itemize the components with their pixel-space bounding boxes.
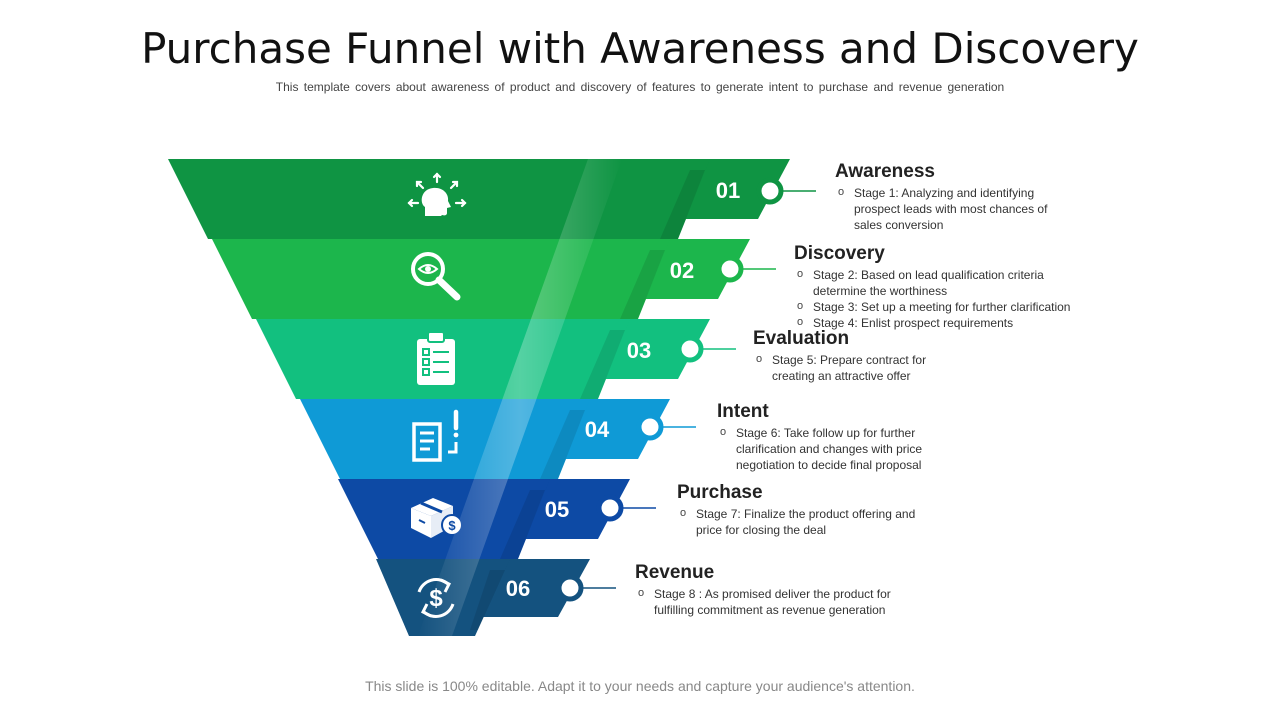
stage-bullet: Stage 3: Set up a meeting for further cl…: [794, 298, 1104, 315]
stage-info-revenue: Revenue Stage 8 : As promised deliver th…: [635, 562, 955, 618]
stage-info-intent: Intent Stage 6: Take follow up for furth…: [717, 401, 1037, 473]
funnel-tab-shadow-3: [580, 330, 625, 399]
funnel-stage-2: 02: [212, 239, 776, 319]
stage-bullets: Stage 6: Take follow up for further clar…: [717, 424, 947, 473]
connector-dot-2: [716, 255, 744, 283]
stage-title: Revenue: [635, 562, 715, 583]
funnel-tab-shadow-4: [540, 410, 585, 479]
stage-number-1: 01: [716, 178, 740, 203]
head-arrows-icon: [407, 172, 467, 216]
connector-dot-4: [636, 413, 664, 441]
page-subtitle: This template covers about awareness of …: [275, 80, 1005, 94]
clipboard-checklist-icon: [417, 331, 455, 385]
stage-number-5: 05: [545, 497, 569, 522]
page-title: Purchase Funnel with Awareness and Disco…: [141, 24, 1139, 73]
funnel-stage-1: 01: [168, 159, 816, 239]
page-footer: This slide is 100% editable. Adapt it to…: [365, 678, 915, 694]
stage-bullets: Stage 7: Finalize the product offering a…: [677, 505, 917, 538]
stage-title: Evaluation: [753, 328, 850, 349]
funnel-gloss-highlight: [418, 159, 622, 636]
connector-dot-6: [556, 574, 584, 602]
connector-dot-3: [676, 335, 704, 363]
stage-info-evaluation: Evaluation Stage 5: Prepare contract for…: [753, 328, 1073, 384]
connector-dot-1: [756, 177, 784, 205]
stage-bullet: Stage 2: Based on lead qualification cri…: [794, 266, 1073, 299]
stage-title: Intent: [717, 401, 769, 422]
stage-bullet: Stage 8 : As promised deliver the produc…: [635, 585, 925, 618]
stage-title: Awareness: [835, 161, 935, 182]
stage-number-3: 03: [627, 338, 651, 363]
funnel-tab-shadow-1: [660, 170, 705, 239]
stage-title: Discovery: [794, 243, 885, 264]
funnel-tab-shadow-2: [620, 250, 665, 319]
stage-info-discovery: Discovery Stage 2: Based on lead qualifi…: [794, 243, 1114, 331]
stage-info-purchase: Purchase Stage 7: Finalize the product o…: [677, 482, 997, 538]
document-alert-icon: [412, 409, 459, 462]
stage-bullet: Stage 6: Take follow up for further clar…: [717, 424, 947, 473]
funnel-stage-6: 06 $: [376, 559, 616, 636]
stage-bullets: Stage 5: Prepare contract for creating a…: [753, 351, 953, 384]
stage-number-4: 04: [585, 417, 610, 442]
funnel-tab-shadow-6: [470, 570, 505, 630]
stage-bullet: Stage 4: Enlist prospect requirements: [794, 314, 1104, 331]
stage-bullet: Stage 5: Prepare contract for creating a…: [753, 351, 953, 384]
stage-title: Purchase: [677, 482, 763, 503]
stage-number-6: 06: [506, 576, 530, 601]
stage-bullets: Stage 2: Based on lead qualification cri…: [794, 266, 1104, 331]
stage-bullet: Stage 7: Finalize the product offering a…: [677, 505, 917, 538]
funnel-tab-shadow-5: [500, 490, 545, 559]
stage-number-2: 02: [670, 258, 694, 283]
stage-bullets: Stage 1: Analyzing and identifying prosp…: [835, 184, 1075, 233]
magnifier-eye-icon: [411, 252, 461, 301]
stage-bullets: Stage 8 : As promised deliver the produc…: [635, 585, 925, 618]
svg-text:$: $: [448, 518, 456, 533]
stage-info-awareness: Awareness Stage 1: Analyzing and identif…: [835, 161, 1155, 233]
funnel-stage-3: 03: [256, 319, 736, 399]
connector-dot-5: [596, 494, 624, 522]
stage-bullet: Stage 1: Analyzing and identifying prosp…: [835, 184, 1075, 233]
box-dollar-icon: $: [411, 498, 463, 538]
